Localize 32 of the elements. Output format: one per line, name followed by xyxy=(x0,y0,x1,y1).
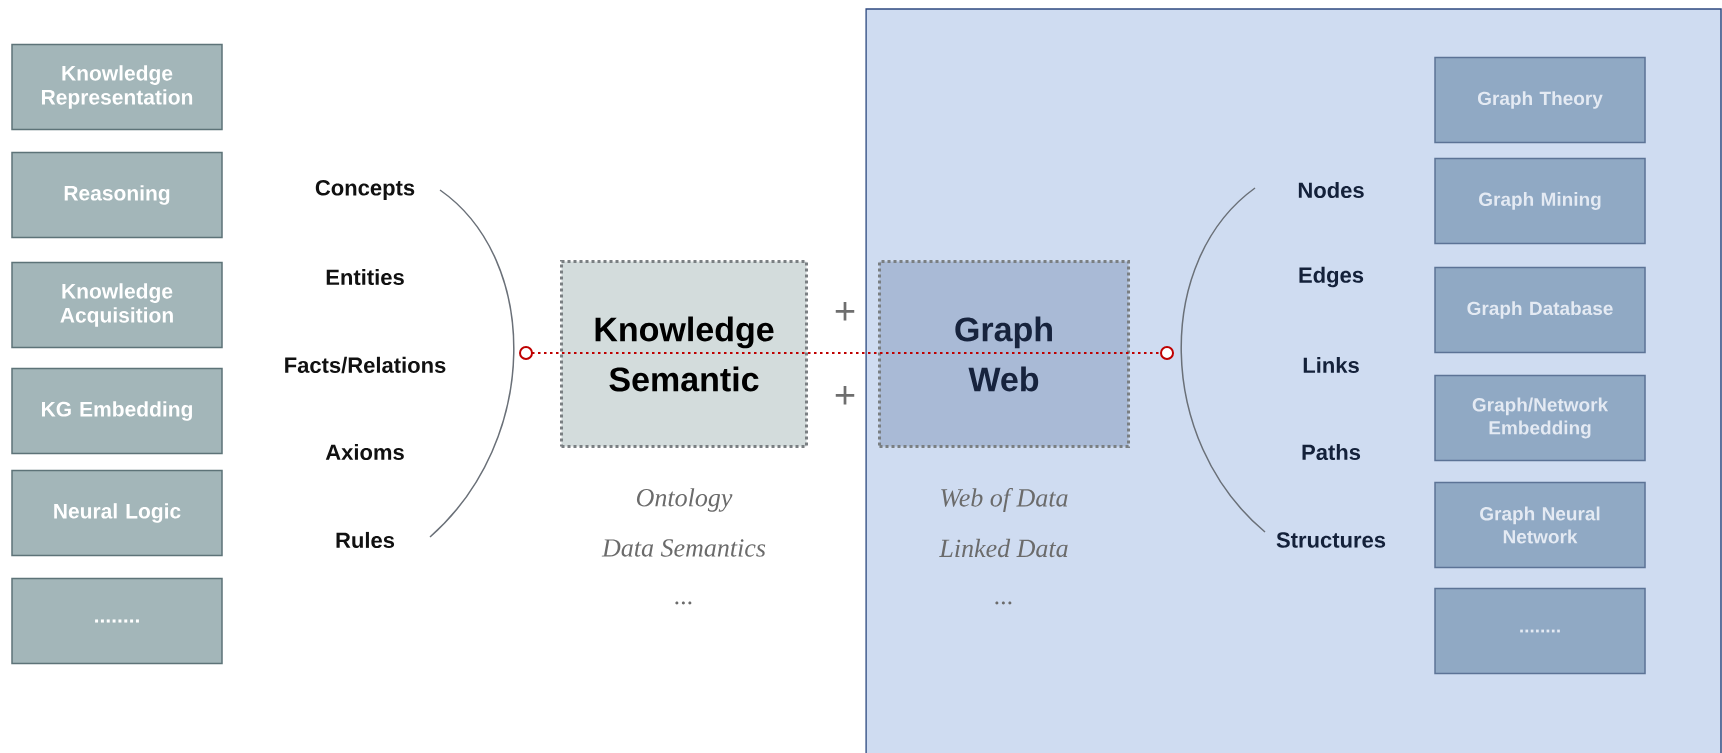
item-label: Entities xyxy=(326,268,404,286)
topic-box: Neural Logic xyxy=(11,469,223,557)
topic-box: ........ xyxy=(11,577,223,665)
item-label: Axioms xyxy=(325,443,404,461)
caption-text: Web of Data xyxy=(941,488,1068,512)
item-label: Paths xyxy=(1302,443,1361,461)
topic-box: Reasoning xyxy=(11,151,223,239)
caption-text: Ontology xyxy=(636,488,733,512)
topic-box: Graph Theory xyxy=(1434,56,1646,144)
topic-box: Graph Mining xyxy=(1434,157,1646,245)
topic-box: Knowledge Representation xyxy=(11,43,223,131)
plus-sign: + xyxy=(835,302,855,321)
topic-box: Graph Database xyxy=(1434,266,1646,354)
item-label: Facts/Relations xyxy=(285,356,446,374)
caption-text: ... xyxy=(675,601,692,605)
item-label: Rules xyxy=(336,531,395,549)
item-label: Concepts xyxy=(315,180,415,200)
caption-text: Data Semantics xyxy=(601,539,766,557)
item-label: Links xyxy=(1303,356,1359,374)
item-label: Nodes xyxy=(1298,181,1364,199)
term-box: Graph Web xyxy=(878,260,1130,448)
plus-sign: + xyxy=(835,386,855,405)
term-box: Knowledge Semantic xyxy=(560,260,808,448)
topic-box: ........ xyxy=(1434,587,1646,675)
topic-box: KG Embedding xyxy=(11,367,223,455)
topic-box: Graph/Network Embedding xyxy=(1434,374,1646,462)
topic-box: Knowledge Acquisition xyxy=(11,261,223,349)
item-label: Edges xyxy=(1299,266,1364,288)
item-label: Structures xyxy=(1276,532,1386,548)
caption-text: Linked Data xyxy=(939,538,1068,558)
topic-box: Graph Neural Network xyxy=(1434,481,1646,569)
caption-text: ... xyxy=(995,601,1012,605)
